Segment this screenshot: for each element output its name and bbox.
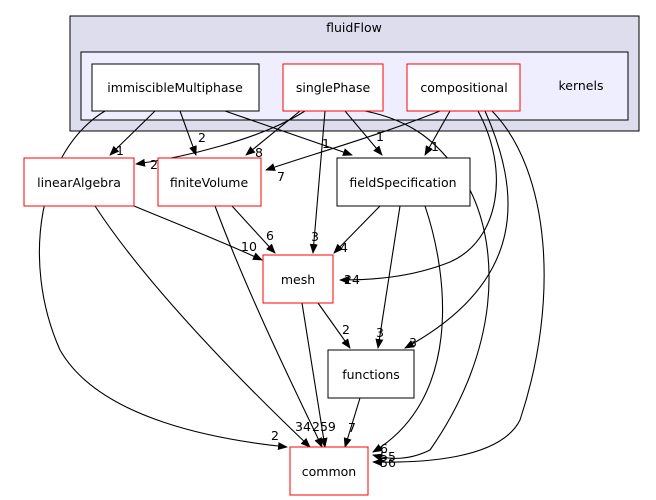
node-label: mesh: [281, 272, 315, 287]
edge-label-sp-fs: 1: [376, 129, 384, 144]
edge-label-la-common: 34: [295, 419, 311, 434]
edge-compositional-functions: [404, 110, 509, 349]
node-label: common: [302, 464, 356, 479]
node-functions[interactable]: functions: [327, 349, 415, 399]
edge-immiscible-fieldspec: [224, 110, 353, 156]
node-compositional[interactable]: compositional: [406, 63, 521, 112]
edge-linearalgebra-mesh: [133, 205, 263, 261]
edge-singlephase-common: [364, 110, 490, 462]
edge-mesh-common: [301, 302, 328, 448]
cluster-kernels-label: kernels: [558, 78, 603, 93]
node-label: functions: [342, 367, 400, 382]
node-label: fieldSpecification: [349, 175, 456, 190]
node-finitevolume[interactable]: finiteVolume: [157, 157, 262, 207]
edge-label-sp-mesh: 3: [311, 229, 319, 244]
edge-singlephase-linearalgebra: [135, 110, 306, 167]
edge-compositional-common: [372, 110, 545, 467]
edge-compositional-fieldspec: [424, 110, 451, 156]
edge-linearalgebra-common: [94, 205, 311, 448]
node-label: singlePhase: [296, 80, 371, 95]
edge-immiscible-linearalgebra: [109, 110, 156, 156]
edge-label-la-mesh: 10: [241, 239, 257, 254]
edge-finitevolume-mesh: [231, 205, 276, 254]
edge-label-comp-functions: 3: [409, 335, 417, 350]
edge-immiscible-finitevolume: [179, 110, 197, 156]
edge-functions-common: [343, 397, 361, 448]
edge-label-common-in-a: 6: [380, 441, 388, 456]
edge-mesh-functions: [317, 302, 351, 349]
edge-label-fs-functions: 3: [376, 325, 384, 340]
edge-fieldspec-common: [372, 205, 444, 453]
edge-label-fs-mesh: 4: [340, 240, 348, 255]
edge-label-comp-mesh: 24: [344, 272, 360, 287]
edge-label-imm-fs: 1: [322, 136, 330, 151]
edge-label-sp-la: 2: [150, 157, 158, 172]
edge-label-functions-common: 7: [348, 420, 356, 435]
edge-singlephase-fieldspec: [344, 110, 383, 156]
edge-fieldspec-mesh: [333, 205, 381, 254]
cluster-fluidflow-label: fluidFlow: [326, 20, 382, 35]
node-label: linearAlgebra: [37, 175, 121, 190]
edge-label-imm-common: 2: [271, 428, 279, 443]
edges: 1 2 1 2 8 2 1 3 7 1 24 3 10 34: [38, 110, 545, 470]
edge-singlephase-finitevolume: [245, 110, 301, 156]
node-mesh[interactable]: mesh: [262, 254, 334, 304]
edge-singlephase-mesh: [309, 110, 326, 254]
edge-label-common-in-c: 56: [380, 455, 396, 470]
node-label: finiteVolume: [170, 175, 249, 190]
edge-fieldspec-functions: [375, 205, 401, 349]
edge-label-imm-fv: 2: [198, 130, 206, 145]
edge-label-fv-common: 259: [312, 419, 336, 434]
edge-label-imm-la: 1: [116, 143, 124, 158]
node-label: immiscibleMultiphase: [107, 80, 243, 95]
edge-label-common-in-b: 55: [380, 449, 396, 464]
edge-label-comp-fs: 1: [431, 139, 439, 154]
edge-label-mesh-functions: 2: [342, 322, 350, 337]
edge-finitevolume-common: [214, 205, 323, 448]
node-immisciblemultiphase[interactable]: immiscibleMultiphase: [91, 63, 260, 112]
edge-label-fv-mesh: 6: [266, 228, 274, 243]
node-fieldspecification[interactable]: fieldSpecification: [336, 157, 471, 207]
node-common[interactable]: common: [289, 446, 369, 496]
edge-label-comp-fv: 7: [277, 169, 285, 184]
edge-compositional-finitevolume: [265, 110, 441, 171]
edge-label-sp-fv: 8: [255, 145, 263, 160]
edge-compositional-mesh: [339, 110, 497, 284]
node-label: compositional: [420, 80, 507, 95]
node-linearalgebra[interactable]: linearAlgebra: [23, 157, 135, 207]
node-singlephase[interactable]: singlePhase: [282, 63, 384, 112]
